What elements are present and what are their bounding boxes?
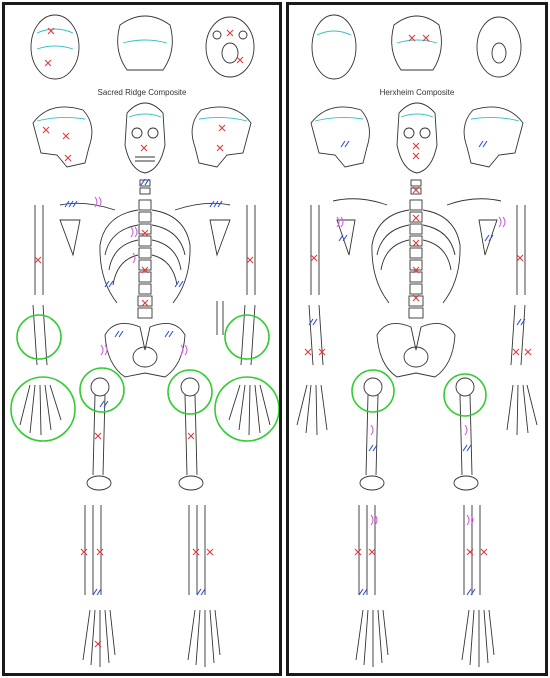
arm-bones xyxy=(33,205,255,365)
highlight-circle-group xyxy=(352,370,486,416)
skull-superior-view xyxy=(312,15,356,79)
foot-bones xyxy=(356,610,494,667)
sacred-ridge-panel: Sacred Ridge Composite xyxy=(2,2,282,676)
skull-left-lateral xyxy=(464,107,523,167)
highlight-circle xyxy=(215,377,279,441)
chop-mark-group xyxy=(309,141,525,595)
femur-bones xyxy=(360,378,478,490)
highlight-circle-group xyxy=(11,315,279,441)
herxheim-skeleton-diagram xyxy=(289,5,545,673)
sacred-ridge-skeleton-diagram xyxy=(5,5,279,673)
highlight-circle xyxy=(80,368,124,412)
tibia-fibula xyxy=(85,505,205,595)
skull-right-lateral xyxy=(33,107,92,167)
skull-posterior-view xyxy=(392,16,442,70)
skull-left-lateral xyxy=(192,107,251,167)
highlight-circle xyxy=(168,370,212,414)
hand-bones xyxy=(20,385,270,435)
skull-superior-view xyxy=(31,15,79,79)
cut-mark-group xyxy=(35,28,253,647)
skull-inferior-view xyxy=(206,17,254,77)
skull-posterior-view xyxy=(118,16,173,70)
pelvis xyxy=(377,323,455,377)
femur-bones xyxy=(87,378,203,490)
skull-anterior xyxy=(125,103,165,173)
shoulder-girdle xyxy=(60,203,230,255)
shoulder-girdle xyxy=(333,199,501,255)
foot-bones xyxy=(83,610,220,667)
highlight-circle xyxy=(444,374,486,416)
highlight-circle xyxy=(17,315,61,359)
highlight-circle xyxy=(11,377,75,441)
chop-mark-group xyxy=(65,179,222,595)
highlight-circle xyxy=(352,370,394,412)
skull-anterior xyxy=(397,103,437,173)
cut-mark-group xyxy=(305,35,531,555)
skull-inferior-view xyxy=(477,17,521,77)
hand-bones xyxy=(297,385,537,435)
arm-bones xyxy=(309,205,525,365)
vertebral-column xyxy=(138,180,152,318)
skull-right-lateral xyxy=(311,107,369,167)
herxheim-panel: Herxheim Composite xyxy=(286,2,548,676)
highlight-circle xyxy=(225,315,269,359)
